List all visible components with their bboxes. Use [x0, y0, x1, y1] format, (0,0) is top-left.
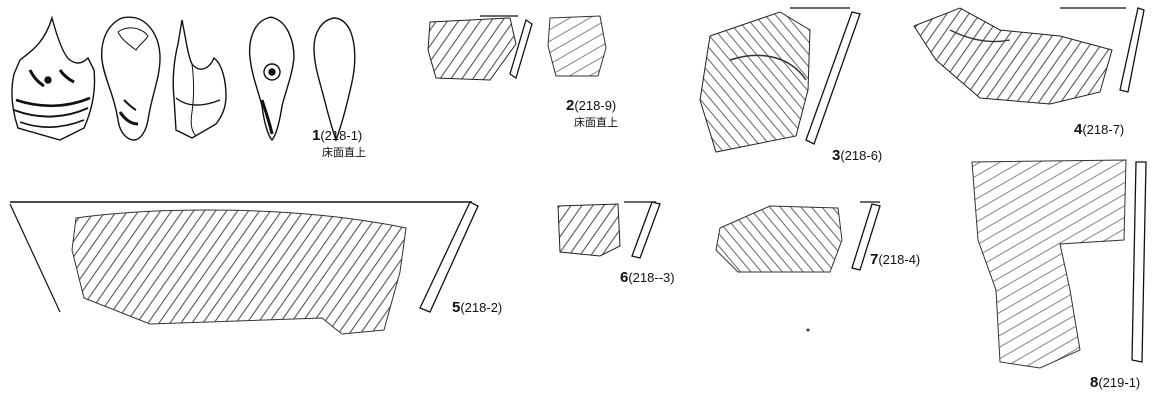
figure-5-drawing [9, 201, 479, 335]
figure-1-note: 床面直上 [322, 146, 366, 159]
figure-6-label: 6(218--3) [620, 270, 675, 285]
figure-1-code: (218-1) [320, 128, 363, 143]
figure-6-drawing [557, 201, 661, 259]
figure-1-view-d [248, 16, 295, 141]
figure-3-drawing [699, 7, 861, 153]
figure-7-drawing [715, 201, 881, 273]
figure-8-drawing [971, 159, 1147, 369]
figure-1-view-c [172, 19, 227, 139]
figure-1-number: 1 [312, 127, 321, 144]
figure-5-code: (218-2) [460, 300, 503, 315]
figure-1-view-a [11, 15, 96, 141]
figure-8-code: (219-1) [1098, 375, 1141, 390]
figure-5-label: 5(218-2) [452, 300, 502, 315]
figure-2-label: 2(218-9) [566, 98, 616, 113]
figure-2-code: (218-9) [574, 98, 617, 113]
figure-3-number: 3 [832, 147, 841, 164]
figure-8-label: 8(219-1) [1090, 375, 1140, 390]
figure-6-number: 6 [620, 269, 629, 286]
figure-2-note: 床面直上 [574, 116, 618, 129]
figure-4-code: (218-7) [1082, 122, 1125, 137]
figure-3-label: 3(218-6) [832, 148, 882, 163]
figure-4-label: 4(218-7) [1074, 122, 1124, 137]
figure-7-label: 7(218-4) [870, 252, 920, 267]
figure-4-number: 4 [1074, 121, 1083, 138]
figure-2-number: 2 [566, 97, 575, 114]
figure-5-number: 5 [452, 299, 461, 316]
figure-3-code: (218-6) [840, 148, 883, 163]
figure-8-number: 8 [1090, 374, 1099, 391]
figure-1-drawing [11, 15, 356, 143]
figure-2-drawing [427, 15, 607, 81]
figure-1-view-b [101, 16, 161, 141]
figure-4-drawing [913, 7, 1145, 105]
figure-7-code: (218-4) [878, 252, 921, 267]
figure-6-code: (218--3) [628, 270, 675, 285]
figure-1-label: 1(218-1) [312, 128, 362, 143]
figure-1-view-e [313, 17, 356, 143]
figure-7-number: 7 [870, 251, 879, 268]
